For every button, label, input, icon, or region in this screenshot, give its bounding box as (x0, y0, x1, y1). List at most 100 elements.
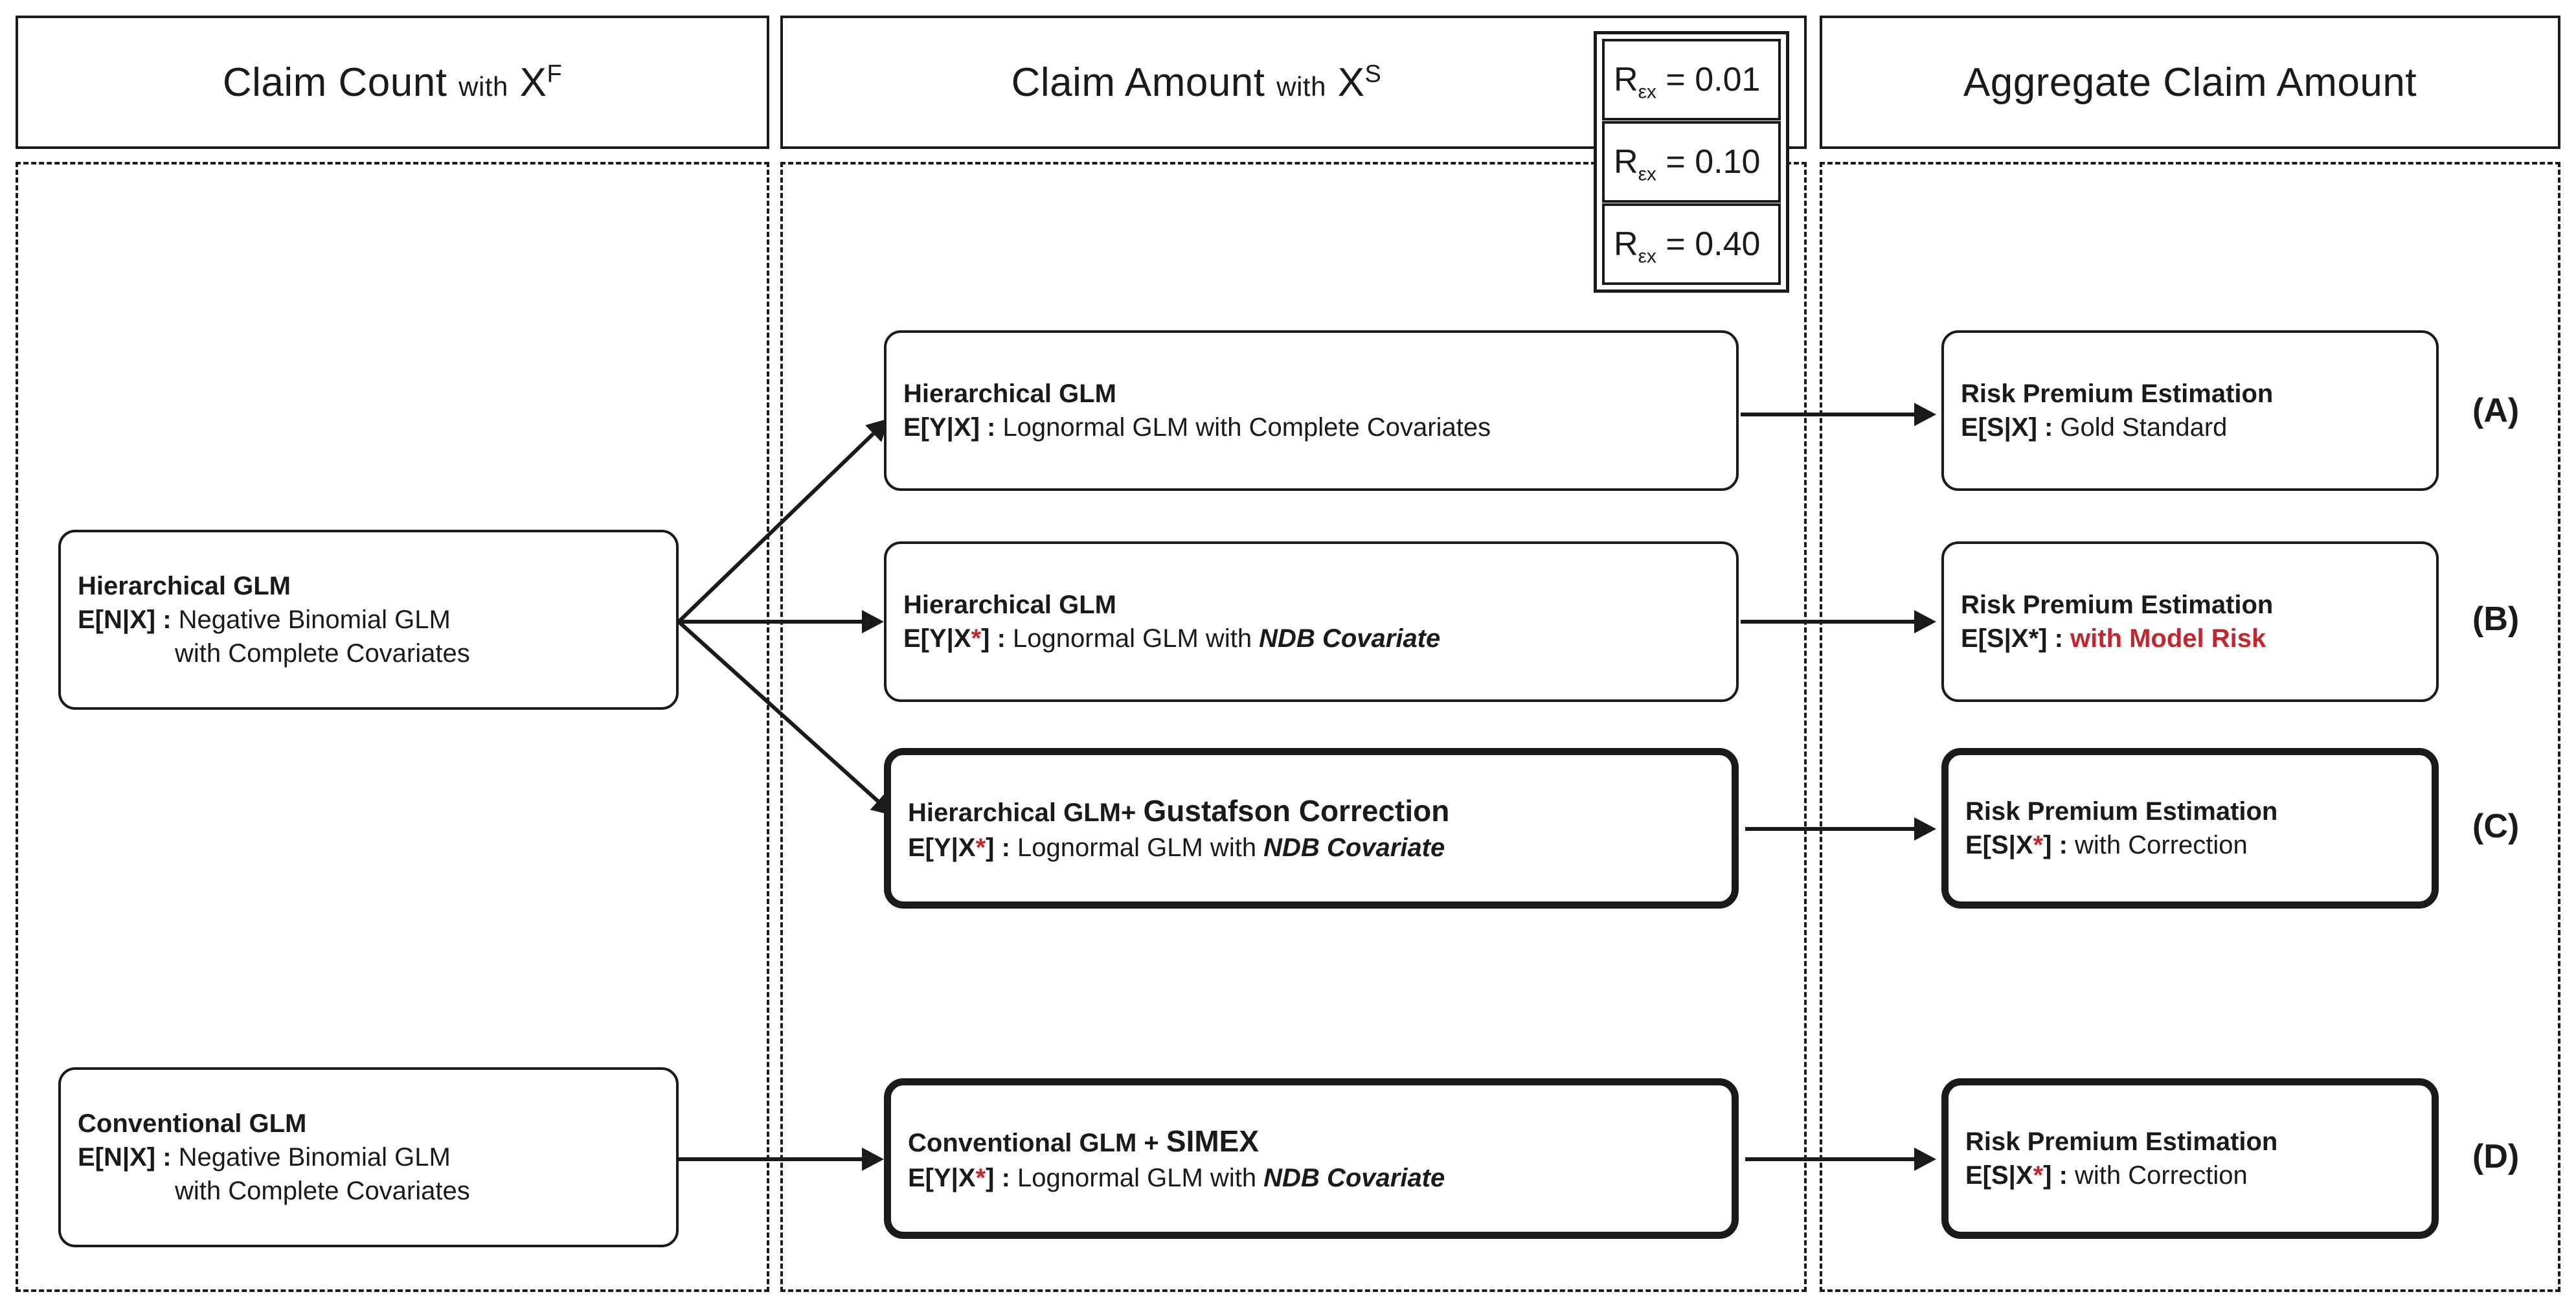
node-expr-star: * (975, 1163, 986, 1192)
node-expr-body: with Correction (2075, 1161, 2248, 1190)
node-hierarchical-glm-count[interactable]: Hierarchical GLM E[N|X] : Negative Binom… (58, 530, 679, 710)
header-claim-count: Claim Count with XF (16, 16, 769, 149)
node-expr-body-italic: NDB Covariate (1263, 833, 1445, 862)
r-epsilon-number-3: 0.40 (1695, 225, 1761, 263)
node-expr-label: E[N|X] (78, 606, 156, 634)
node-expr-colon: : (2051, 1161, 2075, 1190)
column-region-claim-count (16, 162, 769, 1292)
column-region-claim-amount (780, 162, 1807, 1292)
node-expr-colon: : (989, 624, 1013, 653)
header-claim-amount-title: Claim Amount with XS (1011, 60, 1382, 106)
node-expr-body: Lognormal GLM with (1017, 833, 1264, 862)
node-conventional-glm-count[interactable]: Conventional GLM E[N|X] : Negative Binom… (58, 1067, 679, 1247)
node-title: Conventional GLM + SIMEX (908, 1122, 1715, 1161)
node-expr-star: * (975, 833, 986, 862)
node-expression-line2: with Complete Covariates (175, 1177, 470, 1205)
arrow-count-to-hierarchical-ndb (679, 610, 884, 633)
panel-tag-b: (B) (2472, 600, 2520, 638)
r-epsilon-stack: Rεx = 0.01 Rεx = 0.10 Rεx = 0.40 (1594, 31, 1789, 293)
node-expr-post: ] (2028, 413, 2037, 442)
node-expr-post: ] (971, 413, 980, 442)
node-title: Risk Premium Estimation (1961, 379, 2274, 408)
arrow-amount-to-aggregate-d (1745, 1148, 1936, 1171)
node-expr-colon: : (994, 833, 1018, 862)
node-expr-body: Negative Binomial GLM (178, 1143, 451, 1172)
node-expr-colon: : (2051, 831, 2075, 859)
node-expr-pre: E[Y|X (908, 833, 976, 862)
r-epsilon-value-3: Rεx = 0.40 (1614, 225, 1761, 267)
header-claim-amount-main: Claim Amount (1011, 60, 1265, 105)
column-region-aggregate (1820, 162, 2560, 1292)
node-expr-post: ] (2043, 1161, 2052, 1190)
node-expr-colon: : (2037, 413, 2061, 442)
arrow-amount-to-aggregate-c (1745, 817, 1936, 841)
node-expr-body-red: with Model Risk (2070, 624, 2266, 653)
node-expr-post: ] (2039, 624, 2048, 653)
node-expr-star: * (2033, 831, 2044, 859)
header-aggregate-claim-amount: Aggregate Claim Amount (1820, 16, 2560, 149)
r-epsilon-value-2: Rεx = 0.10 (1614, 143, 1761, 185)
node-hierarchical-glm-complete[interactable]: Hierarchical GLM E[Y|X] : Lognormal GLM … (884, 330, 1739, 491)
node-expression: E[Y|X*] : Lognormal GLM with NDB Covaria… (903, 622, 1719, 655)
node-expr-star: * (2033, 1161, 2044, 1190)
node-expr-pre: E[S|X (1965, 831, 2033, 859)
node-conventional-glm-simex[interactable]: Conventional GLM + SIMEX E[Y|X*] : Logno… (884, 1078, 1739, 1239)
node-title: Risk Premium Estimation (1961, 591, 2274, 619)
node-expr-post: ] (2043, 831, 2052, 859)
node-expr-colon: : (155, 606, 179, 634)
node-expr-body: Lognormal GLM with (1013, 624, 1260, 653)
panel-tag-d: (D) (2472, 1138, 2520, 1175)
header-claim-count-var: X (519, 60, 547, 105)
node-expression: E[S|X*] : with Correction (1965, 1159, 2415, 1192)
node-title: Conventional GLM (78, 1109, 307, 1138)
node-expr-body: with Correction (2075, 831, 2248, 859)
node-expr-colon: : (979, 413, 1003, 442)
node-title: Hierarchical GLM (903, 591, 1117, 619)
node-risk-premium-correction-d[interactable]: Risk Premium Estimation E[S|X*] : with C… (1941, 1078, 2439, 1239)
header-claim-count-sup: F (547, 60, 563, 87)
node-expression: E[Y|X*] : Lognormal GLM with NDB Covaria… (908, 1161, 1715, 1195)
header-claim-amount-var: X (1337, 60, 1365, 105)
node-expr-pre: E[S|X (1961, 624, 2029, 653)
node-title-emphasis: SIMEX (1166, 1124, 1260, 1159)
header-aggregate-title: Aggregate Claim Amount (1963, 60, 2417, 106)
node-expr-body: Lognormal GLM with Complete Covariates (1002, 413, 1491, 442)
node-expression: E[S|X*] : with Correction (1965, 828, 2415, 862)
panel-tag-a: (A) (2472, 392, 2520, 429)
node-expr-body: Negative Binomial GLM (178, 606, 451, 634)
r-epsilon-number-2: 0.10 (1695, 143, 1761, 181)
node-hierarchical-glm-gustafson[interactable]: Hierarchical GLM+ Gustafson Correction E… (884, 748, 1739, 909)
node-expr-pre: E[S|X (1965, 1161, 2033, 1190)
node-risk-premium-model-risk[interactable]: Risk Premium Estimation E[S|X*] : with M… (1941, 541, 2439, 702)
node-hierarchical-glm-ndb[interactable]: Hierarchical GLM E[Y|X*] : Lognormal GLM… (884, 541, 1739, 702)
header-claim-count-title: Claim Count with XF (223, 60, 562, 106)
node-title: Risk Premium Estimation (1965, 797, 2278, 826)
node-title: Hierarchical GLM (78, 572, 291, 600)
node-expr-colon: : (2047, 624, 2071, 653)
node-risk-premium-correction-c[interactable]: Risk Premium Estimation E[S|X*] : with C… (1941, 748, 2439, 909)
node-expr-post: ] (986, 833, 995, 862)
node-title-prefix: Conventional GLM + (908, 1129, 1166, 1158)
node-expr-pre: E[Y|X (903, 624, 971, 653)
header-claim-amount-small: with (1276, 71, 1326, 102)
node-title: Hierarchical GLM+ Gustafson Correction (908, 792, 1715, 831)
node-risk-premium-gold-standard[interactable]: Risk Premium Estimation E[S|X] : Gold St… (1941, 330, 2439, 491)
node-expr-body-italic: NDB Covariate (1263, 1163, 1445, 1192)
node-title-prefix: Hierarchical GLM+ (908, 799, 1144, 828)
header-claim-count-small: with (458, 71, 508, 102)
header-aggregate-main: Aggregate Claim Amount (1963, 60, 2417, 105)
node-title-emphasis: Gustafson Correction (1143, 794, 1450, 828)
node-expression: E[Y|X*] : Lognormal GLM with NDB Covaria… (908, 831, 1715, 865)
node-expr-pre: E[Y|X (903, 413, 971, 442)
node-expr-pre: E[Y|X (908, 1163, 976, 1192)
arrow-conventional-to-simex (679, 1148, 884, 1171)
r-epsilon-item: Rεx = 0.10 (1602, 121, 1781, 203)
node-expr-body: Gold Standard (2060, 413, 2228, 442)
arrow-amount-to-aggregate-b (1741, 610, 1936, 633)
node-expression: E[Y|X] : Lognormal GLM with Complete Cov… (903, 411, 1719, 444)
node-expression: E[N|X] : Negative Binomial GLM (78, 1140, 659, 1174)
node-expr-colon: : (994, 1163, 1018, 1192)
node-expr-colon: : (155, 1143, 179, 1172)
node-expr-star: * (971, 624, 982, 653)
node-expr-star: * (2028, 624, 2039, 653)
